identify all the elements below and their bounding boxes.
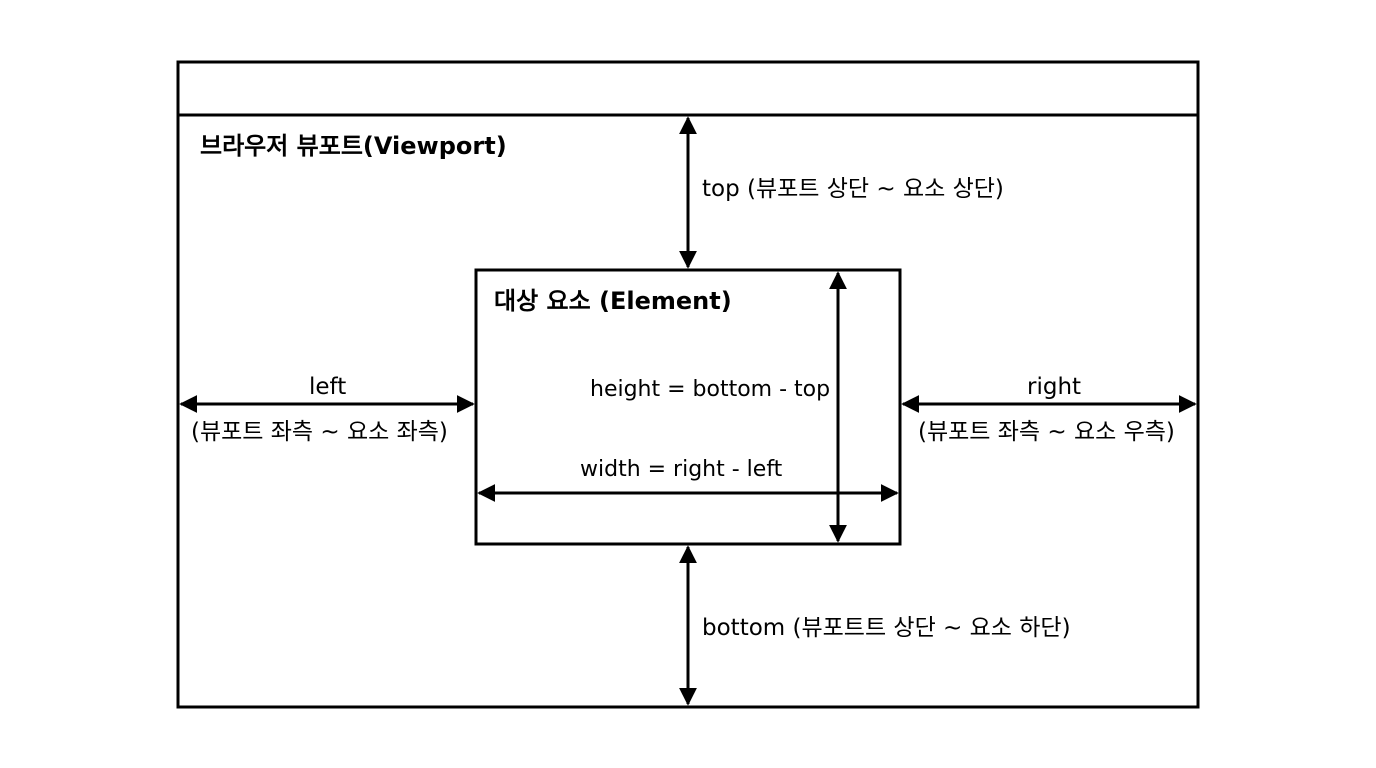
height-label: height = bottom - top [590, 377, 831, 402]
browser-window-frame [176, 60, 1200, 709]
top-label: top (뷰포트 상단 ~ 요소 상단) [702, 176, 1004, 202]
right-label: right [1027, 374, 1082, 400]
element-title: 대상 요소 (Element) [494, 287, 732, 315]
width-label: width = right - left [580, 457, 783, 482]
viewport-title: 브라우저 뷰포트(Viewport) [200, 132, 507, 160]
left-description: (뷰포트 좌측 ~ 요소 좌측) [191, 419, 448, 445]
left-label: left [309, 374, 347, 400]
element-box [474, 268, 902, 546]
bottom-label: bottom (뷰포트트 상단 ~ 요소 하단) [702, 615, 1071, 641]
right-description: (뷰포트 좌측 ~ 요소 우측) [918, 419, 1175, 445]
